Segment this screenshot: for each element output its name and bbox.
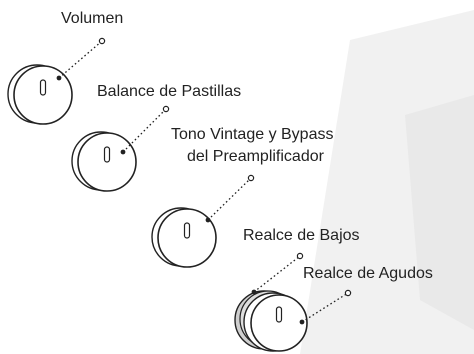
pickup-balance-control: Balance de Pastillas xyxy=(71,83,241,192)
volume-knob[interactable] xyxy=(7,64,73,125)
volume-label: Volumen xyxy=(61,10,123,27)
volume-anchor-dot xyxy=(56,75,62,81)
pickup-balance-knob[interactable] xyxy=(71,131,137,192)
treble-boost-knob[interactable] xyxy=(243,292,308,352)
treble-boost-leader-dot xyxy=(344,289,352,297)
bass-boost-leader-line xyxy=(253,255,301,293)
treble-boost-leader-line xyxy=(301,292,349,323)
vintage-tone-leader-line xyxy=(207,177,252,221)
vintage-tone-control: Tono Vintage y Bypass del Preamplificado… xyxy=(151,126,338,268)
background-watermark xyxy=(300,10,474,354)
vintage-tone-label: Tono Vintage y Bypass del Preamplificado… xyxy=(171,126,338,165)
treble-boost-control: Realce de Agudos xyxy=(243,265,433,352)
vintage-tone-anchor-dot xyxy=(205,217,211,223)
vintage-tone-knob[interactable] xyxy=(151,207,217,268)
treble-boost-knob-pointer xyxy=(275,306,283,323)
bass-boost-label: Realce de Bajos xyxy=(243,227,360,244)
treble-boost-label: Realce de Agudos xyxy=(303,265,433,282)
pickup-balance-leader-dot xyxy=(162,105,170,113)
vintage-tone-leader-dot xyxy=(247,174,255,182)
bass-boost-anchor-dot xyxy=(251,289,257,295)
treble-boost-anchor-dot xyxy=(299,319,305,325)
pickup-balance-knob-pointer xyxy=(103,146,111,163)
pickup-balance-anchor-dot xyxy=(120,149,126,155)
volume-leader-dot xyxy=(98,37,106,45)
bass-boost-leader-dot xyxy=(296,252,304,260)
pickup-balance-label: Balance de Pastillas xyxy=(97,83,241,100)
vintage-tone-knob-pointer xyxy=(183,222,191,239)
pickup-balance-leader-line xyxy=(122,108,167,153)
volume-leader-line xyxy=(58,40,103,79)
volume-control: Volumen xyxy=(7,10,123,125)
volume-knob-pointer xyxy=(39,79,47,96)
